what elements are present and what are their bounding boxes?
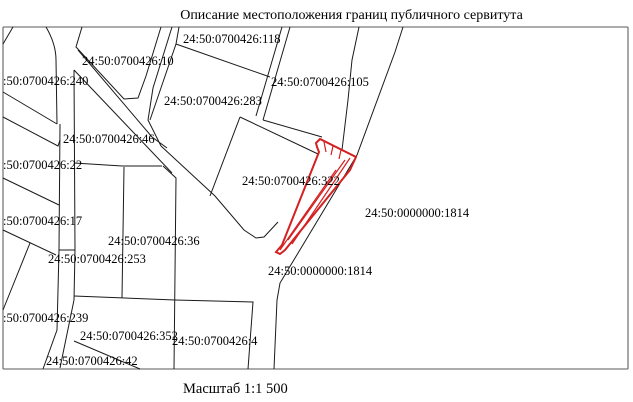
parcel-label: 24:50:0700426:118 xyxy=(183,32,280,46)
parcel-label: 24:50:0700426:10 xyxy=(82,54,174,68)
map-title: Описание местоположения границ публичног… xyxy=(180,8,523,23)
parcel-label: 24:50:0700426:253 xyxy=(48,252,146,266)
map-frame xyxy=(2,26,629,370)
parcel-label: 24:50:0700426:283 xyxy=(164,94,262,108)
parcel-label: 24:50:0700426:4 xyxy=(172,334,258,348)
parcel-label: 24:50:0700426:105 xyxy=(271,75,369,89)
parcel-label: 24:50:0700426:46 xyxy=(63,132,155,146)
parcel-label: 24:50:0700426:42 xyxy=(46,354,138,368)
scale-label: Масштаб 1:1 500 xyxy=(183,381,288,397)
parcel-label: 24:50:0700426:352 xyxy=(80,329,178,343)
parcel-label: :50:0700426:17 xyxy=(3,214,82,228)
parcel-label: 24:50:0000000:1814 xyxy=(365,206,470,220)
parcel-label: 24:50:0700426:322 xyxy=(242,174,340,188)
parcel-label: :50:0700426:240 xyxy=(3,74,88,88)
parcel-boundaries xyxy=(2,26,404,370)
parcel-label: :50:0700426:22 xyxy=(3,158,82,172)
parcel-labels: 24:50:0700426:118 24:50:0700426:10 :50:0… xyxy=(3,32,470,368)
servitude-boundary xyxy=(274,137,358,256)
parcel-label: 24:50:0700426:36 xyxy=(108,234,200,248)
parcel-label: 24:50:0000000:1814 xyxy=(268,264,373,278)
parcel-label: :50:0700426:239 xyxy=(3,311,88,325)
